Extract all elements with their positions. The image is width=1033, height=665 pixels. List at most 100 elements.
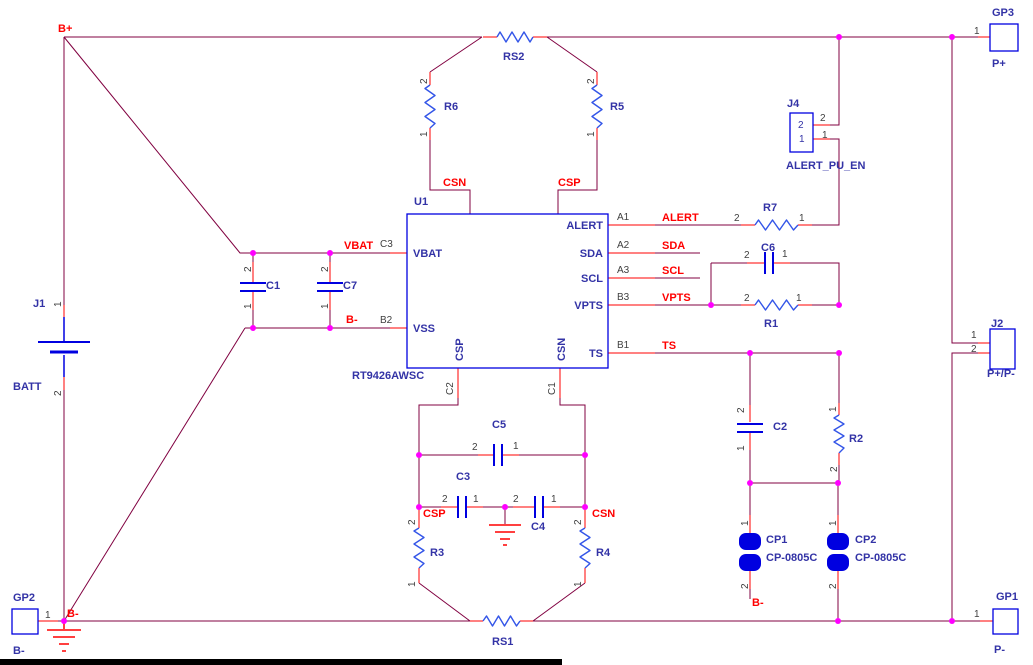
junction-dot	[250, 325, 256, 331]
resistor-rs2	[496, 31, 534, 43]
ref-gp1: GP1	[996, 591, 1018, 603]
junction-dot	[747, 350, 753, 356]
pin-number: 2	[740, 583, 751, 589]
junction-dot	[416, 452, 422, 458]
capacitor-cp1	[739, 533, 761, 571]
capacitor-c5	[493, 444, 503, 466]
junction-dot	[327, 325, 333, 331]
pin-number: 1	[473, 494, 479, 505]
ref-c6: C6	[761, 242, 775, 254]
u1-pin-csp: CSP	[454, 338, 466, 361]
junction-dot	[708, 302, 714, 308]
pin-number: 2	[320, 266, 331, 272]
pin-number: 1	[799, 213, 805, 224]
ref-c3: C3	[456, 471, 470, 483]
capacitor-c3	[457, 496, 467, 518]
cp1-body-top	[739, 533, 761, 550]
value-gp3: P+	[992, 58, 1006, 70]
net-labels: B+ B- VBAT B- CSN CSP ALERT SDA SCL VPTS…	[58, 23, 764, 620]
capacitor-c6	[764, 252, 774, 274]
pin-number: 1	[573, 581, 584, 587]
pin-number: B1	[617, 340, 630, 351]
battery-j1	[38, 317, 90, 377]
pin-numbers: C3 B2 A1 A2 A3 B3 B1 C2 C1 1 2 1 1 1 1 2…	[45, 26, 980, 621]
value-u1-part: RT9426AWSC	[352, 370, 424, 382]
pin-number: 1	[736, 445, 747, 451]
net-label-vpts: VPTS	[662, 292, 691, 304]
resistor-rs1	[482, 615, 521, 627]
pin-number: B3	[617, 292, 630, 303]
pin-number: 2	[472, 442, 478, 453]
junction-dot	[836, 34, 842, 40]
ref-r2: R2	[849, 433, 863, 445]
pin-number: 1	[828, 520, 839, 526]
net-label-csn: CSN	[592, 508, 615, 520]
pin-number: 1	[243, 303, 254, 309]
net-label-csn: CSN	[443, 177, 466, 189]
connector-j4-body	[789, 112, 814, 153]
pin-number: 2	[798, 120, 804, 131]
pin-number: 1	[822, 130, 828, 141]
wire-bottom-network	[418, 398, 586, 622]
junction-dot	[502, 504, 508, 510]
ref-r7: R7	[763, 202, 777, 214]
capacitors	[240, 252, 849, 571]
junction-dot	[61, 618, 67, 624]
net-label-ts: TS	[662, 340, 676, 352]
pin-number: C3	[380, 239, 393, 250]
ref-gp3: GP3	[992, 7, 1014, 19]
ref-c4: C4	[531, 521, 546, 533]
ref-r1: R1	[764, 318, 778, 330]
pin-number: 2	[442, 494, 448, 505]
net-label-csp: CSP	[423, 508, 446, 520]
pin-stubs	[38, 36, 993, 622]
pin-number: 1	[974, 609, 980, 620]
u1-pin-vss: VSS	[413, 323, 435, 335]
u1-pin-csn: CSN	[556, 338, 568, 361]
pin-number: 2	[573, 519, 584, 525]
u1-pin-scl: SCL	[581, 273, 603, 285]
pin-number: C2	[445, 382, 456, 395]
capacitor-cp2	[827, 533, 849, 571]
net-label-bplus: B+	[58, 23, 72, 35]
ref-cp1: CP1	[766, 534, 787, 546]
junction-dot	[836, 350, 842, 356]
wire-right-network	[655, 37, 840, 621]
pin-number: 2	[734, 213, 740, 224]
resistor-r1	[754, 299, 799, 311]
pin-number: C1	[547, 382, 558, 395]
junction-dot	[835, 480, 841, 486]
value-cp1: CP-0805C	[766, 552, 817, 564]
pin-number: 2	[736, 407, 747, 413]
wire-bottom-rail	[58, 37, 980, 622]
pin-number: 1	[53, 301, 64, 307]
cp2-body-top	[827, 533, 849, 550]
pin-number: A1	[617, 212, 630, 223]
ref-r5: R5	[610, 101, 624, 113]
resistor-r5	[591, 84, 603, 129]
pin-stub-lines	[38, 36, 993, 622]
capacitor-c1	[240, 282, 266, 292]
pin-number: 1	[586, 131, 597, 137]
net-label-vbat: VBAT	[344, 240, 373, 252]
net-label-sda: SDA	[662, 240, 685, 252]
pin-number: 1	[419, 131, 430, 137]
pin-number: 1	[974, 26, 980, 37]
value-j2: P+/P-	[987, 368, 1015, 380]
junction-dot	[416, 504, 422, 510]
value-gp1: P-	[994, 644, 1005, 656]
resistor-r2	[833, 414, 845, 454]
ref-gp2: GP2	[13, 592, 35, 604]
ref-r3: R3	[430, 547, 444, 559]
pin-number: 2	[820, 113, 826, 124]
junction-dot	[836, 302, 842, 308]
pin-number: 1	[551, 494, 557, 505]
ic-u1-body	[406, 213, 609, 369]
ref-r4: R4	[596, 547, 611, 559]
capacitor-c7	[317, 282, 343, 292]
junction-dot	[835, 618, 841, 624]
pin-number: 2	[828, 583, 839, 589]
junction-dot	[582, 452, 588, 458]
